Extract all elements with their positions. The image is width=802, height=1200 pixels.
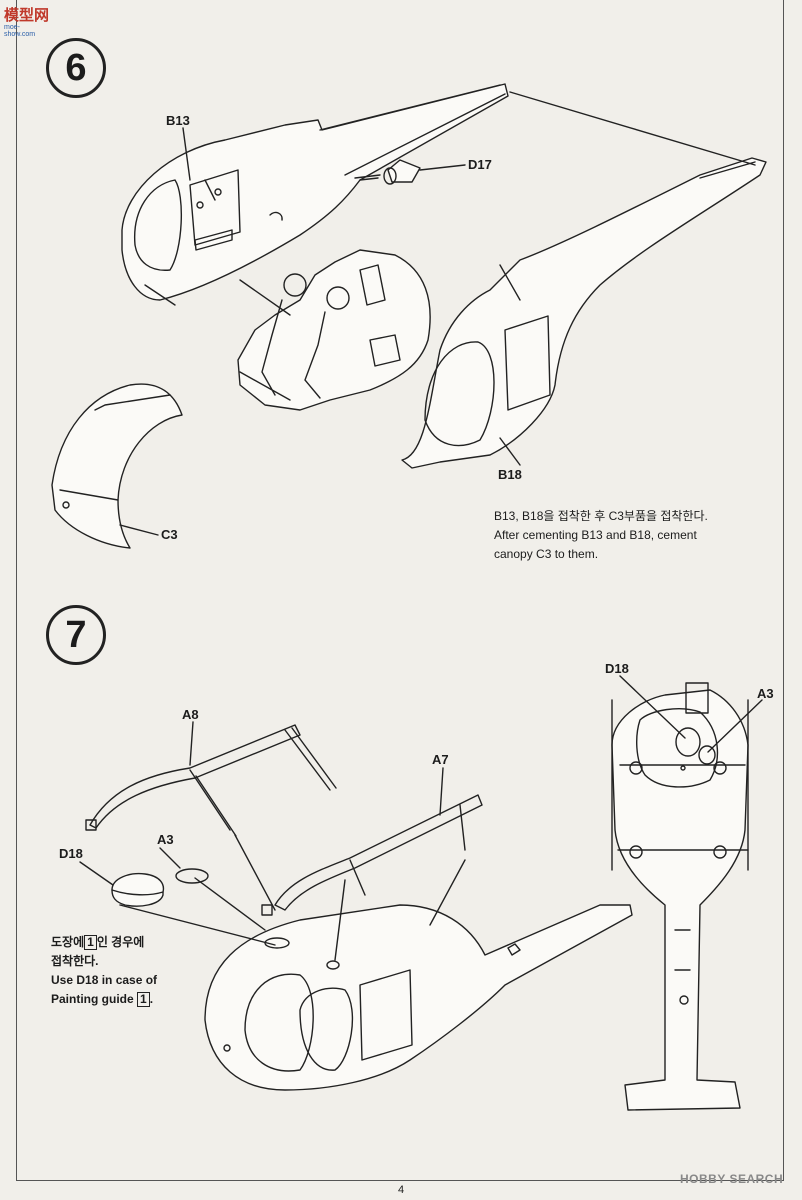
step-7-number-text: 7 [65,613,87,656]
step-7-note-korean-2: 접착한다. [51,954,99,968]
step-6-number: 6 [46,38,106,98]
label-a3-left: A3 [157,832,174,847]
step-6-note-korean: B13, B18을 접착한 후 C3부품을 접착한다. [494,509,708,523]
step-7-number: 7 [46,605,106,665]
step-6-note-english-2: canopy C3 to them. [494,547,599,561]
fuselage-assembled [204,904,633,1091]
step-7-note-english-1: Use D18 in case of [51,973,158,987]
page-frame [16,0,784,1181]
label-d18-left: D18 [59,846,83,861]
watermark-logo: 模型网 moe-show.com [4,4,50,38]
step7-leader-lines [79,721,466,961]
c3-canopy [51,383,183,549]
a3-part-left [175,868,209,884]
label-c3: C3 [161,527,178,542]
bottom-view-leader-lines [619,675,763,753]
label-a3-right: A3 [757,686,774,701]
watermark-main: 模型网 [4,7,50,24]
label-b18: B18 [498,467,522,482]
label-d17: D17 [468,157,492,172]
step-6-note-english-1: After cementing B13 and B18, cement [494,528,697,542]
page-number: 4 [397,1184,405,1196]
note-ko-pre: 도장에 [51,935,85,949]
a8-landing-skid [85,724,337,837]
cockpit-pilots [237,249,431,411]
b13-fuselage-half [121,83,509,306]
d17-exhaust-part [359,159,466,185]
a7-landing-skid [261,794,483,916]
step-6-instructions: B13, B18을 접착한 후 C3부품을 접착한다. After cement… [494,507,708,564]
note-en-post: . [149,992,154,1006]
bottom-view-helicopter [611,682,749,1111]
painting-guide-box-ko: 1 [84,935,97,950]
b18-fuselage-half [401,157,767,469]
painting-guide-box-en: 1 [137,992,150,1007]
label-a7: A7 [432,752,449,767]
label-a8: A8 [182,707,199,722]
label-d18-right: D18 [605,661,629,676]
label-b13: B13 [166,113,190,128]
note-ko-post: 인 경우에 [96,935,145,949]
d18-part-left [111,872,165,907]
hobby-search-logo: HOBBY SEARCH [680,1172,784,1186]
step6-leader-lines [119,91,756,536]
step-6-number-text: 6 [65,46,87,89]
note-en-pre: Painting guide [51,992,134,1006]
step-7-note-english-2: Painting guide 1. [51,990,157,1009]
watermark-sub: moe-show.com [4,24,36,38]
